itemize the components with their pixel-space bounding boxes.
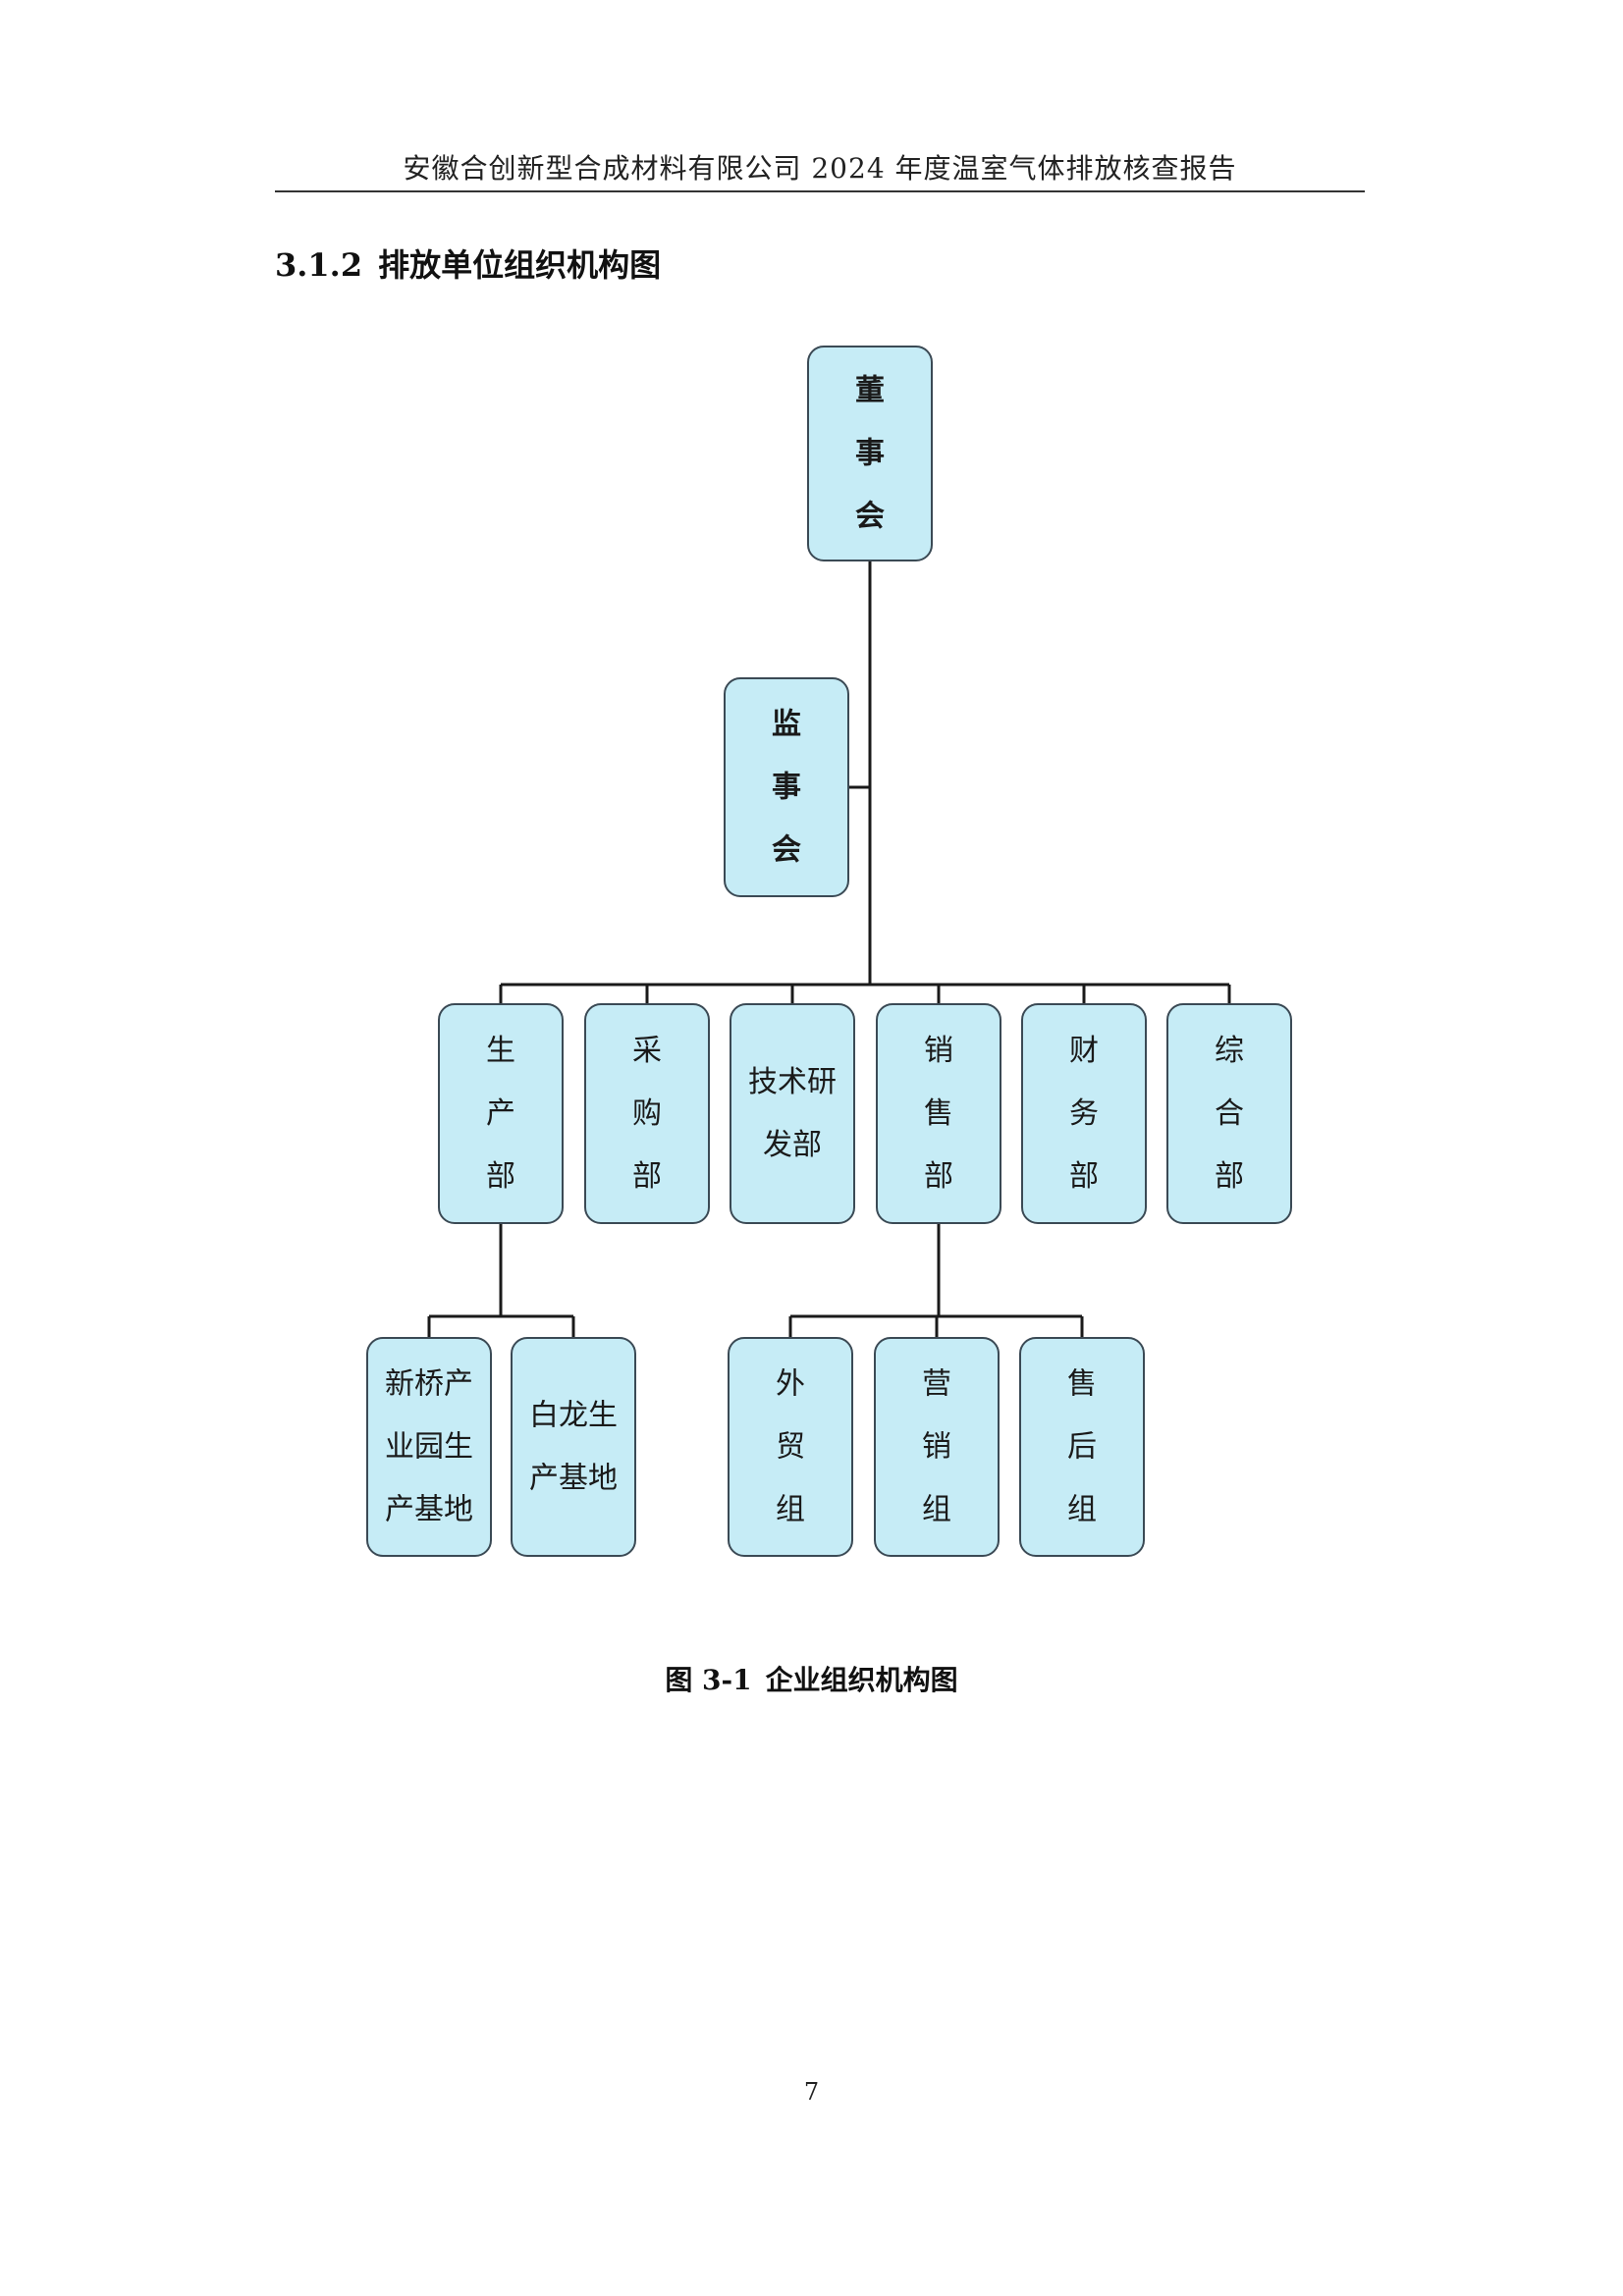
org-node-label: 购 <box>632 1096 662 1131</box>
org-node-box <box>438 1003 564 1224</box>
org-node-label: 贸 <box>776 1430 805 1465</box>
org-node-box <box>1019 1337 1145 1557</box>
org-node-label: 采 <box>632 1034 662 1068</box>
org-node-label: 部 <box>1215 1159 1244 1194</box>
org-node-purchasing: 采购部 <box>584 1003 710 1224</box>
org-node-label: 务 <box>1069 1096 1099 1131</box>
org-node-box <box>511 1337 636 1557</box>
org-node-label: 综 <box>1215 1034 1244 1068</box>
org-node-box <box>584 1003 710 1224</box>
org-node-label: 部 <box>632 1159 662 1194</box>
org-node-label: 部 <box>486 1159 515 1194</box>
org-node-box <box>874 1337 1000 1557</box>
org-node-label: 事 <box>855 437 885 471</box>
org-node-label: 新桥产 <box>385 1367 473 1402</box>
org-node-box <box>366 1337 492 1557</box>
org-node-general: 综合部 <box>1166 1003 1292 1224</box>
org-node-label: 售 <box>924 1096 953 1131</box>
org-node-label: 组 <box>776 1493 805 1527</box>
figure-number: 图 3-1 <box>665 1664 752 1696</box>
org-node-label: 产基地 <box>385 1493 473 1527</box>
org-node-label: 董 <box>855 374 885 408</box>
org-node-box <box>1166 1003 1292 1224</box>
page-header: 安徽合创新型合成材料有限公司 2024 年度温室气体排放核查报告 <box>403 152 1237 185</box>
org-node-box <box>728 1337 853 1557</box>
section-title: 排放单位组织机构图 <box>378 246 662 284</box>
org-node-label: 会 <box>772 833 801 868</box>
figure-caption-text: 企业组织机构图 <box>765 1664 958 1696</box>
org-node-label: 白龙生 <box>529 1399 618 1433</box>
org-node-label: 后 <box>1067 1430 1097 1465</box>
org-node-production: 生产部 <box>438 1003 564 1224</box>
org-node-box <box>807 346 933 561</box>
org-node-label: 发部 <box>763 1128 822 1162</box>
org-node-marketing: 营销组 <box>874 1337 1000 1557</box>
org-node-box <box>724 677 849 897</box>
org-node-label: 产 <box>486 1096 515 1131</box>
section-heading: 3.1.2 排放单位组织机构图 <box>275 240 661 286</box>
org-node-label: 产基地 <box>529 1462 618 1496</box>
org-node-label: 监 <box>772 708 801 742</box>
org-node-label: 财 <box>1069 1034 1099 1068</box>
org-node-finance: 财务部 <box>1021 1003 1147 1224</box>
org-node-supervisors: 监事会 <box>724 677 849 897</box>
org-node-label: 部 <box>1069 1159 1099 1194</box>
org-node-after-sales: 售后组 <box>1019 1337 1145 1557</box>
header-rule <box>275 190 1365 192</box>
org-node-label: 事 <box>772 771 801 805</box>
org-node-label: 业园生 <box>385 1430 473 1465</box>
org-node-board: 董事会 <box>807 346 933 561</box>
org-node-label: 营 <box>922 1367 951 1402</box>
org-node-label: 外 <box>776 1367 805 1402</box>
org-node-label: 销 <box>922 1430 951 1465</box>
org-node-box <box>730 1003 855 1224</box>
page-number: 7 <box>803 2078 820 2106</box>
org-node-label: 部 <box>924 1159 953 1194</box>
org-node-label: 组 <box>1067 1493 1097 1527</box>
org-node-sales: 销售部 <box>876 1003 1001 1224</box>
org-node-box <box>1021 1003 1147 1224</box>
org-node-label: 生 <box>486 1034 515 1068</box>
org-node-label: 组 <box>922 1493 951 1527</box>
org-node-label: 销 <box>924 1034 953 1068</box>
org-node-label: 合 <box>1215 1096 1244 1131</box>
org-node-label: 技术研 <box>748 1065 837 1099</box>
org-node-label: 售 <box>1067 1367 1097 1402</box>
figure-caption: 图 3-1 企业组织机构图 <box>0 1659 1623 1698</box>
org-node-box <box>876 1003 1001 1224</box>
section-number: 3.1.2 <box>275 246 363 284</box>
org-node-foreign-trade: 外贸组 <box>728 1337 853 1557</box>
org-node-label: 会 <box>855 500 885 534</box>
